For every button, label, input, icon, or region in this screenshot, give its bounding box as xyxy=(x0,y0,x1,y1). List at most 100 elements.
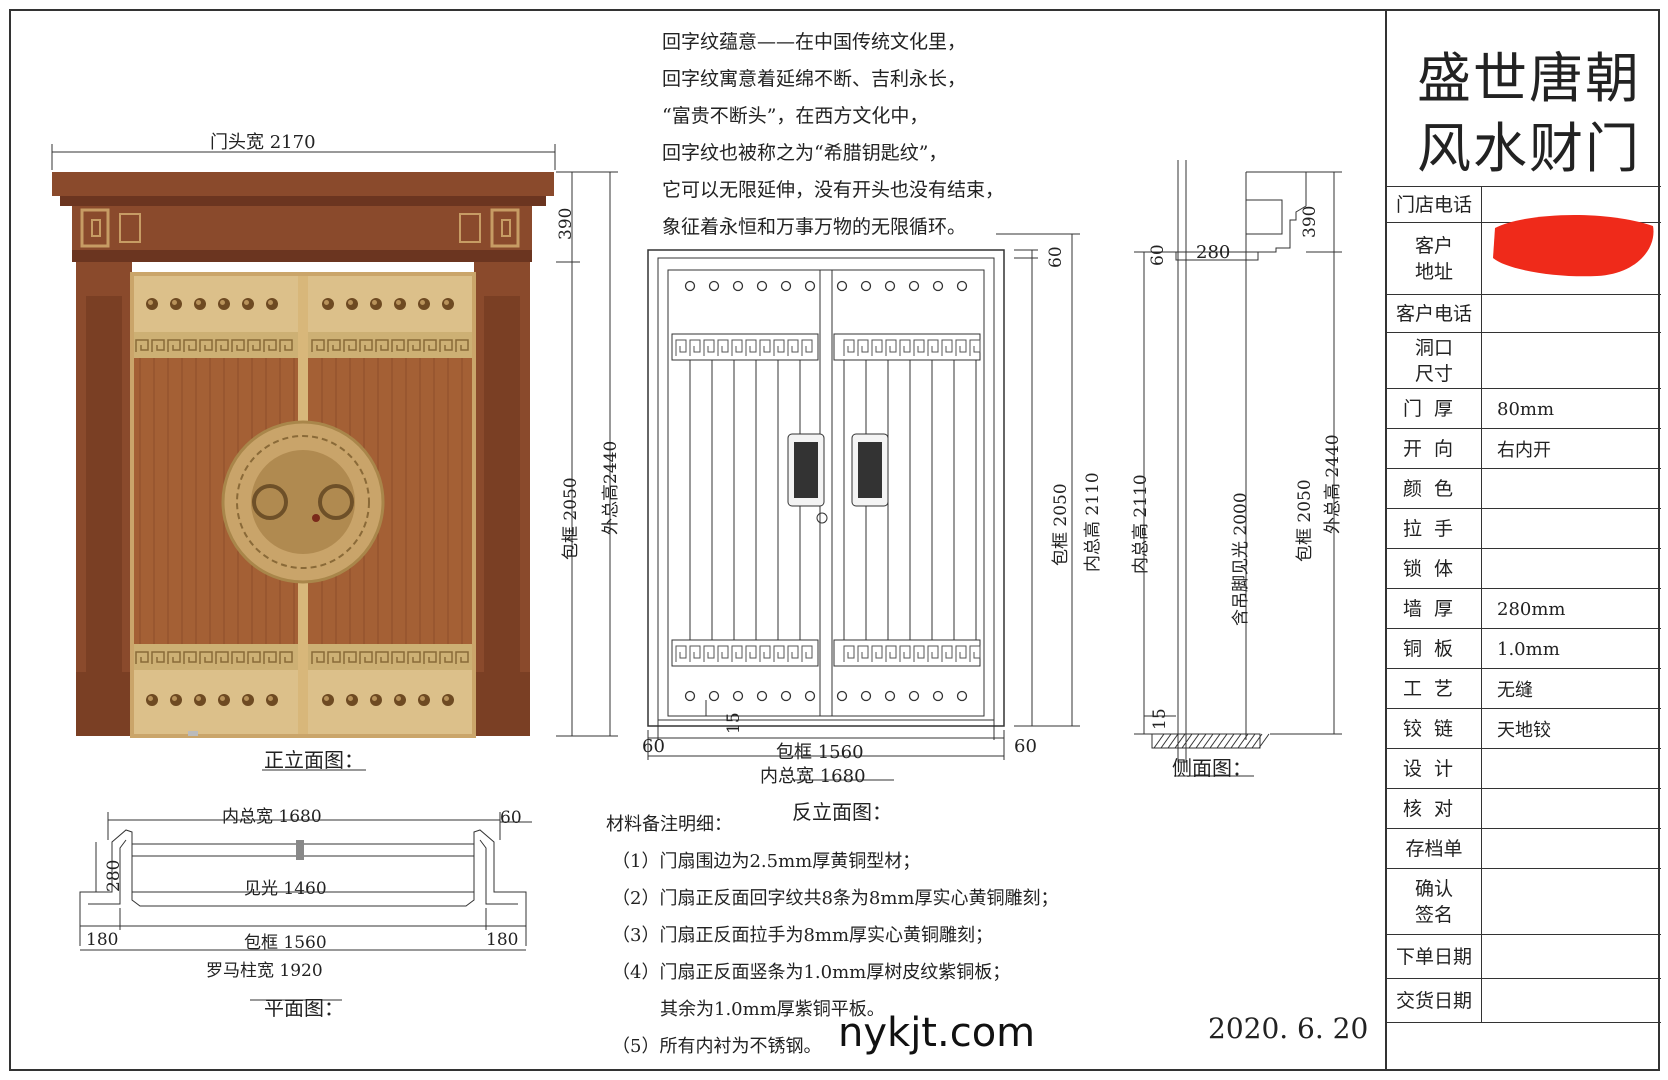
back-dim-inner: 内总高 2110 xyxy=(1083,472,1103,572)
note-item-4: （4）门扇正反面竖条为1.0mm厚树皮纹紫铜板； xyxy=(612,962,1011,983)
intro-line-2: 回字纹寓意着延绵不断、吉利永长， xyxy=(662,68,967,90)
title-block-row: 锁体 xyxy=(1387,548,1661,589)
row-value[interactable]: 无缝 xyxy=(1497,680,1533,701)
side-dim-280: 280 xyxy=(1196,242,1231,263)
row-label: 门店电话 xyxy=(1387,187,1482,223)
back-dim-60-right: 60 xyxy=(1014,736,1037,757)
title-block-row: 存档单 xyxy=(1387,828,1661,869)
side-dim-total: 外总高 2440 xyxy=(1323,434,1343,534)
plan-dim-60: 60 xyxy=(500,808,522,828)
back-dim-60-top: 60 xyxy=(1046,246,1066,268)
front-dim-total: 外总高2440 xyxy=(601,440,621,535)
title-block-row: 客户电话 xyxy=(1387,294,1661,333)
row-label: 铜板 xyxy=(1387,629,1482,669)
plan-caption: 平面图： xyxy=(264,996,344,1020)
side-caption: 侧面图： xyxy=(1172,756,1252,780)
row-label: 确认 签名 xyxy=(1387,869,1482,935)
title-block-row: 交货日期 xyxy=(1387,978,1661,1023)
title-block-row: 墙厚 280mm xyxy=(1387,588,1661,629)
plan-left-180: 180 xyxy=(86,930,119,950)
front-top-width-label: 门头宽 2170 xyxy=(210,132,316,153)
brand-line-2: 风水财门 xyxy=(1417,117,1641,180)
plan-inner-width: 内总宽 1680 xyxy=(222,807,322,827)
row-label: 洞口 尺寸 xyxy=(1387,333,1482,389)
title-block-row: 下单日期 xyxy=(1387,934,1661,979)
back-bottom-frame: 包框 1560 xyxy=(776,742,864,763)
title-block-row: 设计 xyxy=(1387,748,1661,789)
title-block-row: 铰链天地铰 xyxy=(1387,708,1661,749)
plan-right-180: 180 xyxy=(486,930,519,950)
side-dim-clear: 含吊脚见光 2000 xyxy=(1231,492,1251,626)
title-block-end xyxy=(1387,1022,1661,1023)
back-dim-15: 15 xyxy=(724,712,744,734)
back-dim-frame: 包框 2050 xyxy=(1051,483,1071,566)
front-elevation-drawing xyxy=(51,144,618,771)
row-label: 锁体 xyxy=(1387,549,1482,589)
row-value[interactable]: 右内开 xyxy=(1497,440,1551,461)
row-label: 颜色 xyxy=(1387,469,1482,509)
title-block-row: 门店电话 xyxy=(1387,186,1661,223)
row-value[interactable]: 280mm xyxy=(1497,598,1566,620)
row-label: 交货日期 xyxy=(1387,979,1482,1023)
row-label: 客户电话 xyxy=(1387,295,1482,333)
back-dim-60-left: 60 xyxy=(642,736,665,757)
row-label: 下单日期 xyxy=(1387,935,1482,979)
row-label: 核对 xyxy=(1387,789,1482,829)
side-dim-390: 390 xyxy=(1300,205,1320,238)
back-caption: 反立面图： xyxy=(792,800,892,824)
intro-line-5: 它可以无限延伸，没有开头也没有结束， xyxy=(662,179,1005,201)
note-item-2: （2）门扇正反面回字纹共8条为8mm厚实心黄铜雕刻； xyxy=(612,888,1059,909)
note-item-5: 其余为1.0mm厚紫铜平板。 xyxy=(660,999,885,1020)
side-dim-frame: 包框 2050 xyxy=(1295,479,1315,562)
row-value[interactable]: 1.0mm xyxy=(1497,638,1560,660)
title-block-row: 拉手 xyxy=(1387,508,1661,549)
title-block-row: 颜色 xyxy=(1387,468,1661,509)
title-block-row: 洞口 尺寸 xyxy=(1387,332,1661,389)
title-block-row: 工艺无缝 xyxy=(1387,668,1661,709)
side-dim-inner: 内总高 2110 xyxy=(1131,474,1151,574)
title-block-row: 核对 xyxy=(1387,788,1661,829)
notes-title: 材料备注明细： xyxy=(606,814,732,835)
row-label: 铰链 xyxy=(1387,709,1482,749)
note-item-3: （3）门扇正反面拉手为8mm厚实心黄铜雕刻； xyxy=(612,925,994,946)
plan-view-drawing xyxy=(79,812,532,1001)
plan-clear: 见光 1460 xyxy=(244,879,327,899)
row-label: 存档单 xyxy=(1387,829,1482,869)
redaction-mark xyxy=(1487,208,1659,280)
intro-line-6: 象征着永恒和万事万物的无限循环。 xyxy=(662,216,967,238)
title-block: 盛世唐朝 风水财门 门店电话客户 地址客户电话洞口 尺寸门厚 80mm 开向右内开颜… xyxy=(1385,10,1661,1070)
row-label: 工艺 xyxy=(1387,669,1482,709)
row-value[interactable]: 80mm xyxy=(1497,398,1555,420)
row-value[interactable]: 天地铰 xyxy=(1497,720,1551,741)
drawing-date: 2020. 6. 20 xyxy=(1208,1012,1369,1045)
title-block-row: 开向右内开 xyxy=(1387,428,1661,469)
plan-frame: 包框 1560 xyxy=(244,933,327,953)
row-label: 开向 xyxy=(1387,429,1482,469)
back-bottom-inner: 内总宽 1680 xyxy=(760,766,866,787)
intro-line-1: 回字纹蕴意——在中国传统文化里， xyxy=(662,31,967,53)
row-label: 设计 xyxy=(1387,749,1482,789)
side-dim-60: 60 xyxy=(1148,244,1168,266)
note-item-1: （1）门扇围边为2.5mm厚黄铜型材； xyxy=(612,851,921,872)
title-block-row: 门厚 80mm xyxy=(1387,388,1661,429)
side-dim-15: 15 xyxy=(1150,708,1170,730)
front-dim-frame: 包框 2050 xyxy=(561,477,581,560)
row-label: 拉手 xyxy=(1387,509,1482,549)
row-label: 客户 地址 xyxy=(1387,223,1482,295)
row-label: 门厚 xyxy=(1387,389,1482,429)
intro-line-4: 回字纹也被称之为“希腊钥匙纹”， xyxy=(662,142,948,164)
front-caption: 正立面图： xyxy=(264,748,364,772)
row-label: 墙厚 xyxy=(1387,589,1482,629)
front-dim-390: 390 xyxy=(556,207,576,240)
plan-dim-280: 280 xyxy=(104,859,124,892)
brand-line-1: 盛世唐朝 xyxy=(1417,47,1641,110)
note-item-6: （5）所有内衬为不锈钢。 xyxy=(612,1036,822,1057)
plan-pillar: 罗马柱宽 1920 xyxy=(206,961,323,981)
side-view-drawing xyxy=(1134,160,1342,777)
intro-line-3: “富贵不断头”，在西方文化中， xyxy=(662,105,929,127)
title-block-row: 确认 签名 xyxy=(1387,868,1661,935)
title-block-row: 铜板 1.0mm xyxy=(1387,628,1661,669)
watermark: nykjt.com xyxy=(838,1010,1036,1056)
